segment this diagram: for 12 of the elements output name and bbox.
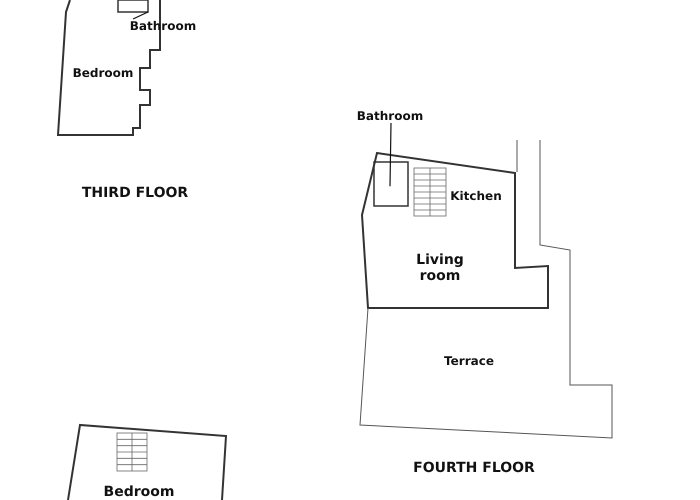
leader-line bbox=[132, 11, 148, 20]
room-label: Terrace bbox=[444, 354, 494, 368]
bathroom-area bbox=[373, 161, 409, 207]
room-label: Bedroom bbox=[104, 484, 174, 500]
floor-title: THIRD FLOOR bbox=[82, 185, 188, 201]
room-label: Bedroom bbox=[72, 66, 134, 80]
leader-line bbox=[389, 122, 392, 186]
room-label: Bathroom bbox=[356, 109, 424, 123]
room-label: Living room bbox=[415, 252, 465, 284]
room-label: Kitchen bbox=[450, 189, 502, 203]
bathroom-area bbox=[117, 0, 149, 13]
floor-title: FOURTH FLOOR bbox=[413, 460, 535, 476]
